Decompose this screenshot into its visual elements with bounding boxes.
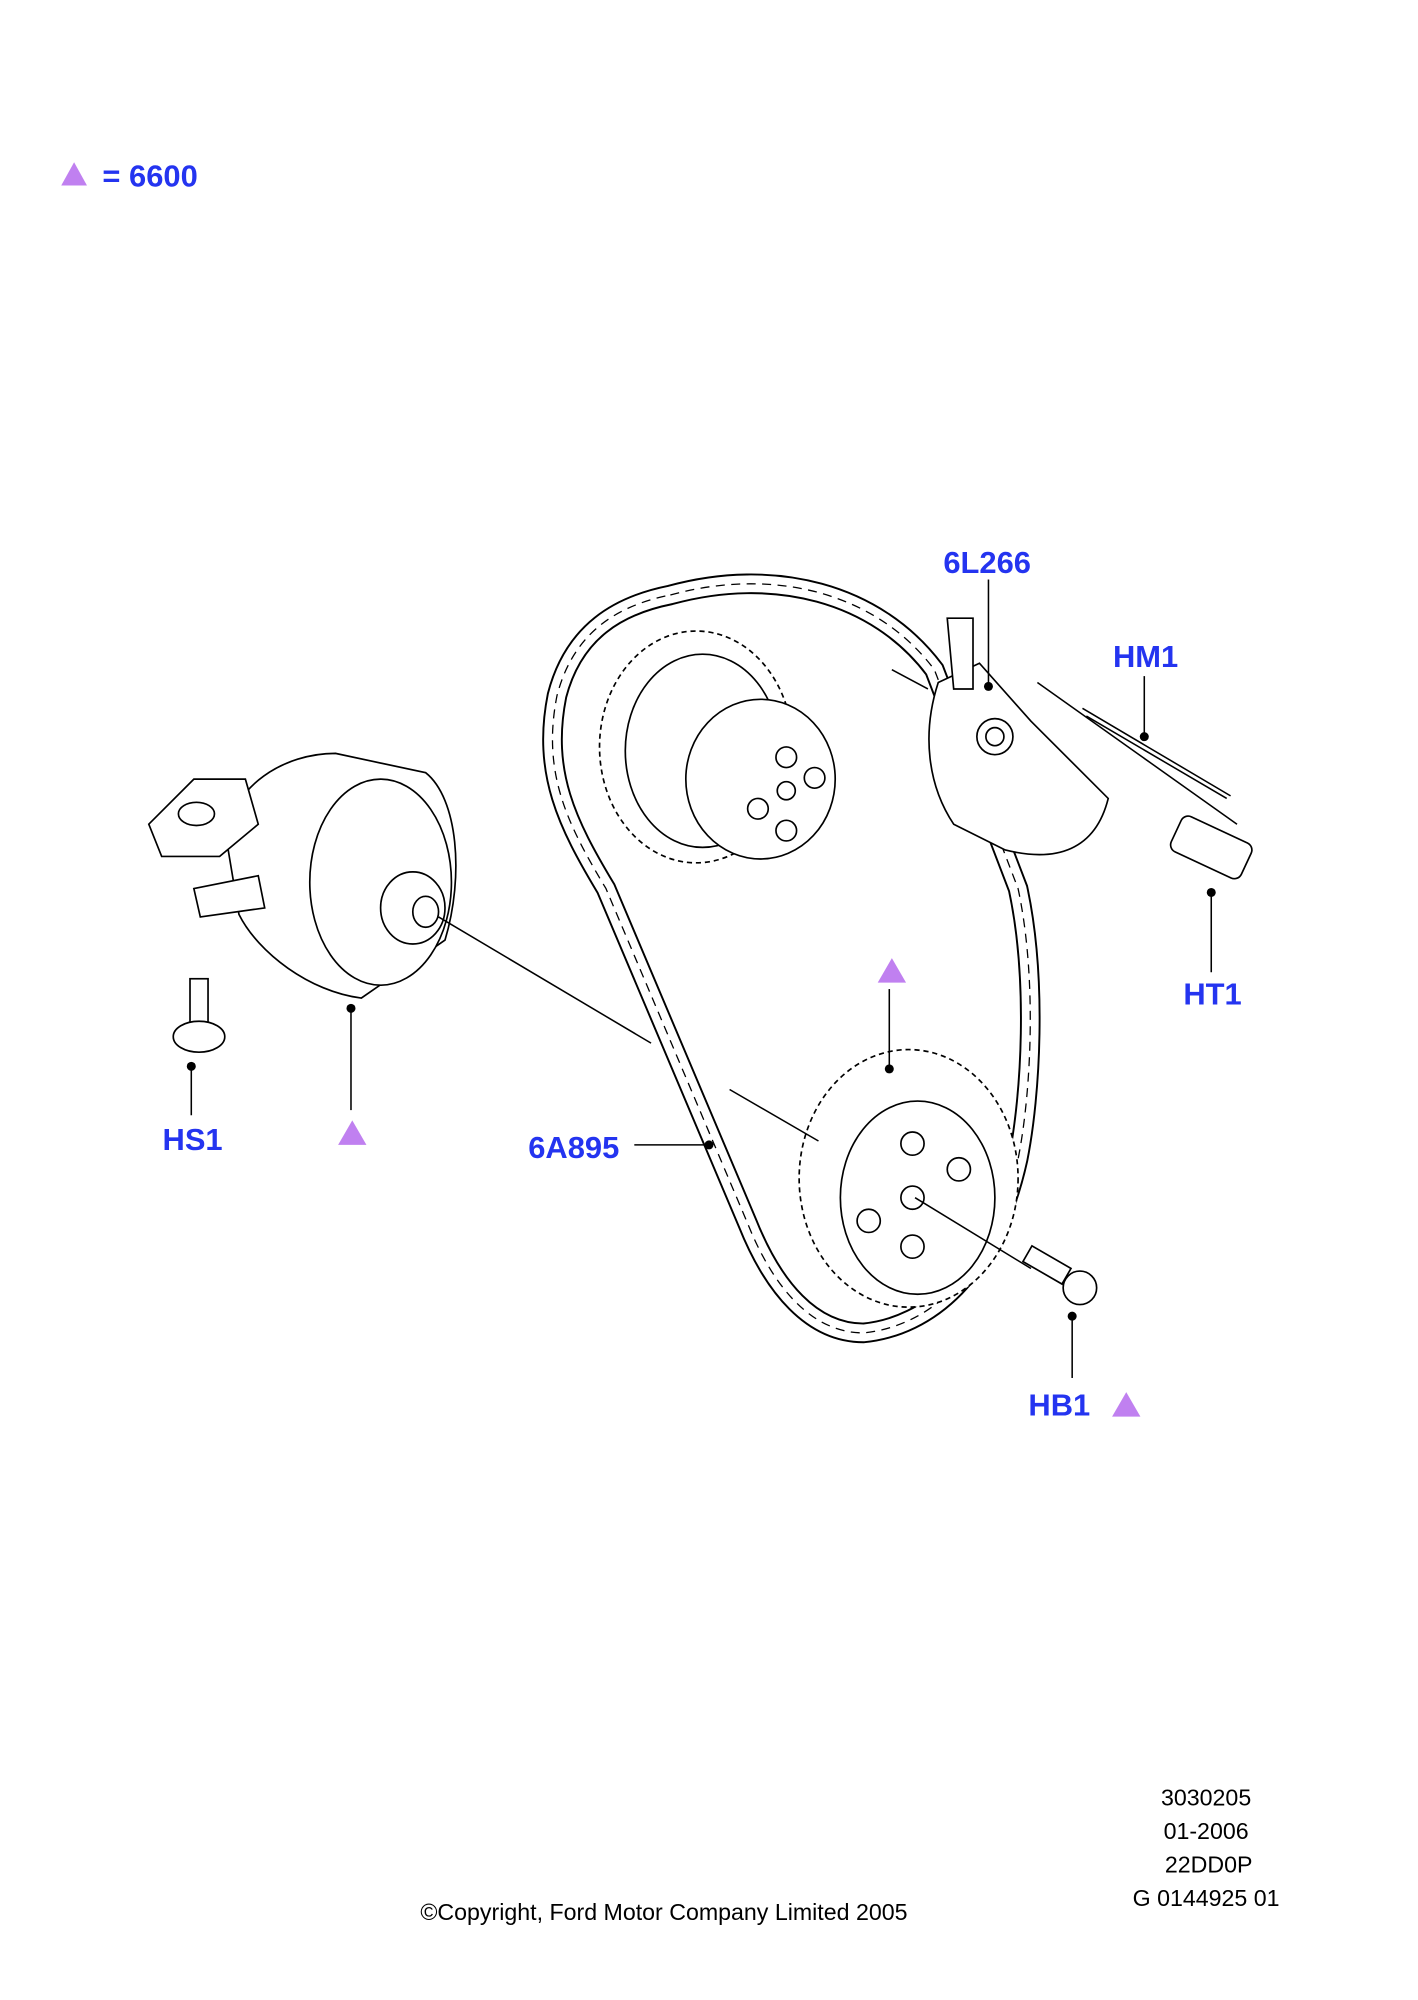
marker-triangle-icon: [877, 958, 907, 983]
leader-lines: [186, 579, 1216, 1378]
label-ht1: HT1: [1183, 977, 1241, 1012]
label-hb1: HB1: [1028, 1387, 1090, 1422]
pump-housing: [147, 752, 652, 1044]
label-6a895: 6A895: [528, 1130, 619, 1165]
chain-tensioner: [928, 617, 1253, 880]
ref-date: 01-2006: [1164, 1818, 1249, 1844]
copyright: ©Copyright, Ford Motor Company Limited 2…: [420, 1899, 907, 1925]
timing-chain: [542, 573, 1041, 1344]
crankshaft-sprocket: [798, 1048, 1019, 1308]
legend-triangle-icon: [61, 162, 87, 186]
legend-text: = 6600: [102, 159, 197, 194]
label-hm1: HM1: [1113, 639, 1178, 674]
figure-number: G 0144925 01: [1133, 1885, 1280, 1911]
bolt-hb1: [914, 1197, 1098, 1306]
ref-code-2: 22DD0P: [1165, 1852, 1253, 1878]
camshaft-sprocket: [598, 630, 837, 864]
ref-code-1: 3030205: [1161, 1785, 1251, 1811]
label-hs1: HS1: [163, 1122, 223, 1157]
marker-triangle-icon: [1112, 1392, 1141, 1417]
label-6l266: 6L266: [943, 545, 1031, 580]
marker-triangle-icon: [338, 1120, 367, 1145]
bolt-hs1: [172, 977, 226, 1053]
